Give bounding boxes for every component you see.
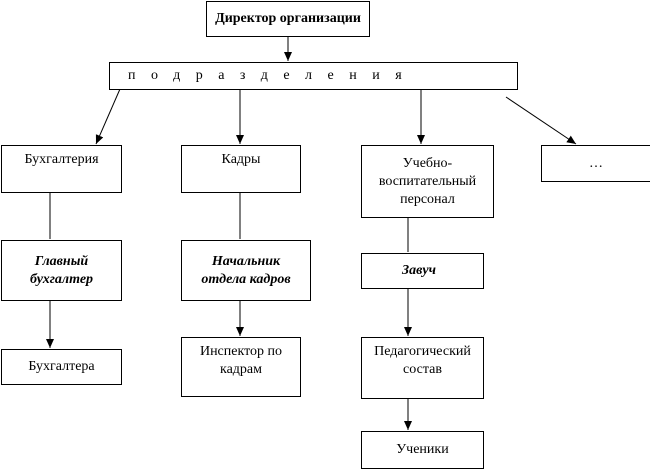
connector-divisions-other bbox=[505, 96, 577, 145]
head-personnel-box: Начальник отдела кадров bbox=[181, 240, 311, 301]
director-box: Директор организации bbox=[206, 1, 370, 37]
educational-staff-box: Учебно- воспитательный персонал bbox=[361, 145, 494, 218]
other-divisions-box: … bbox=[541, 145, 650, 182]
accountants-box: Бухгалтера bbox=[1, 349, 122, 385]
students-box: Ученики bbox=[361, 431, 484, 469]
personnel-inspector-box: Инспектор по кадрам bbox=[181, 337, 301, 397]
head-teacher-box: Завуч bbox=[361, 253, 484, 289]
connector-divisions-accounting bbox=[95, 88, 121, 145]
personnel-box: Кадры bbox=[181, 145, 301, 193]
accounting-box: Бухгалтерия bbox=[1, 145, 122, 193]
chief-accountant-box: Главный бухгалтер bbox=[1, 240, 122, 301]
teaching-staff-box: Педагогический состав bbox=[361, 337, 484, 399]
divisions-box: подразделения bbox=[109, 62, 518, 90]
